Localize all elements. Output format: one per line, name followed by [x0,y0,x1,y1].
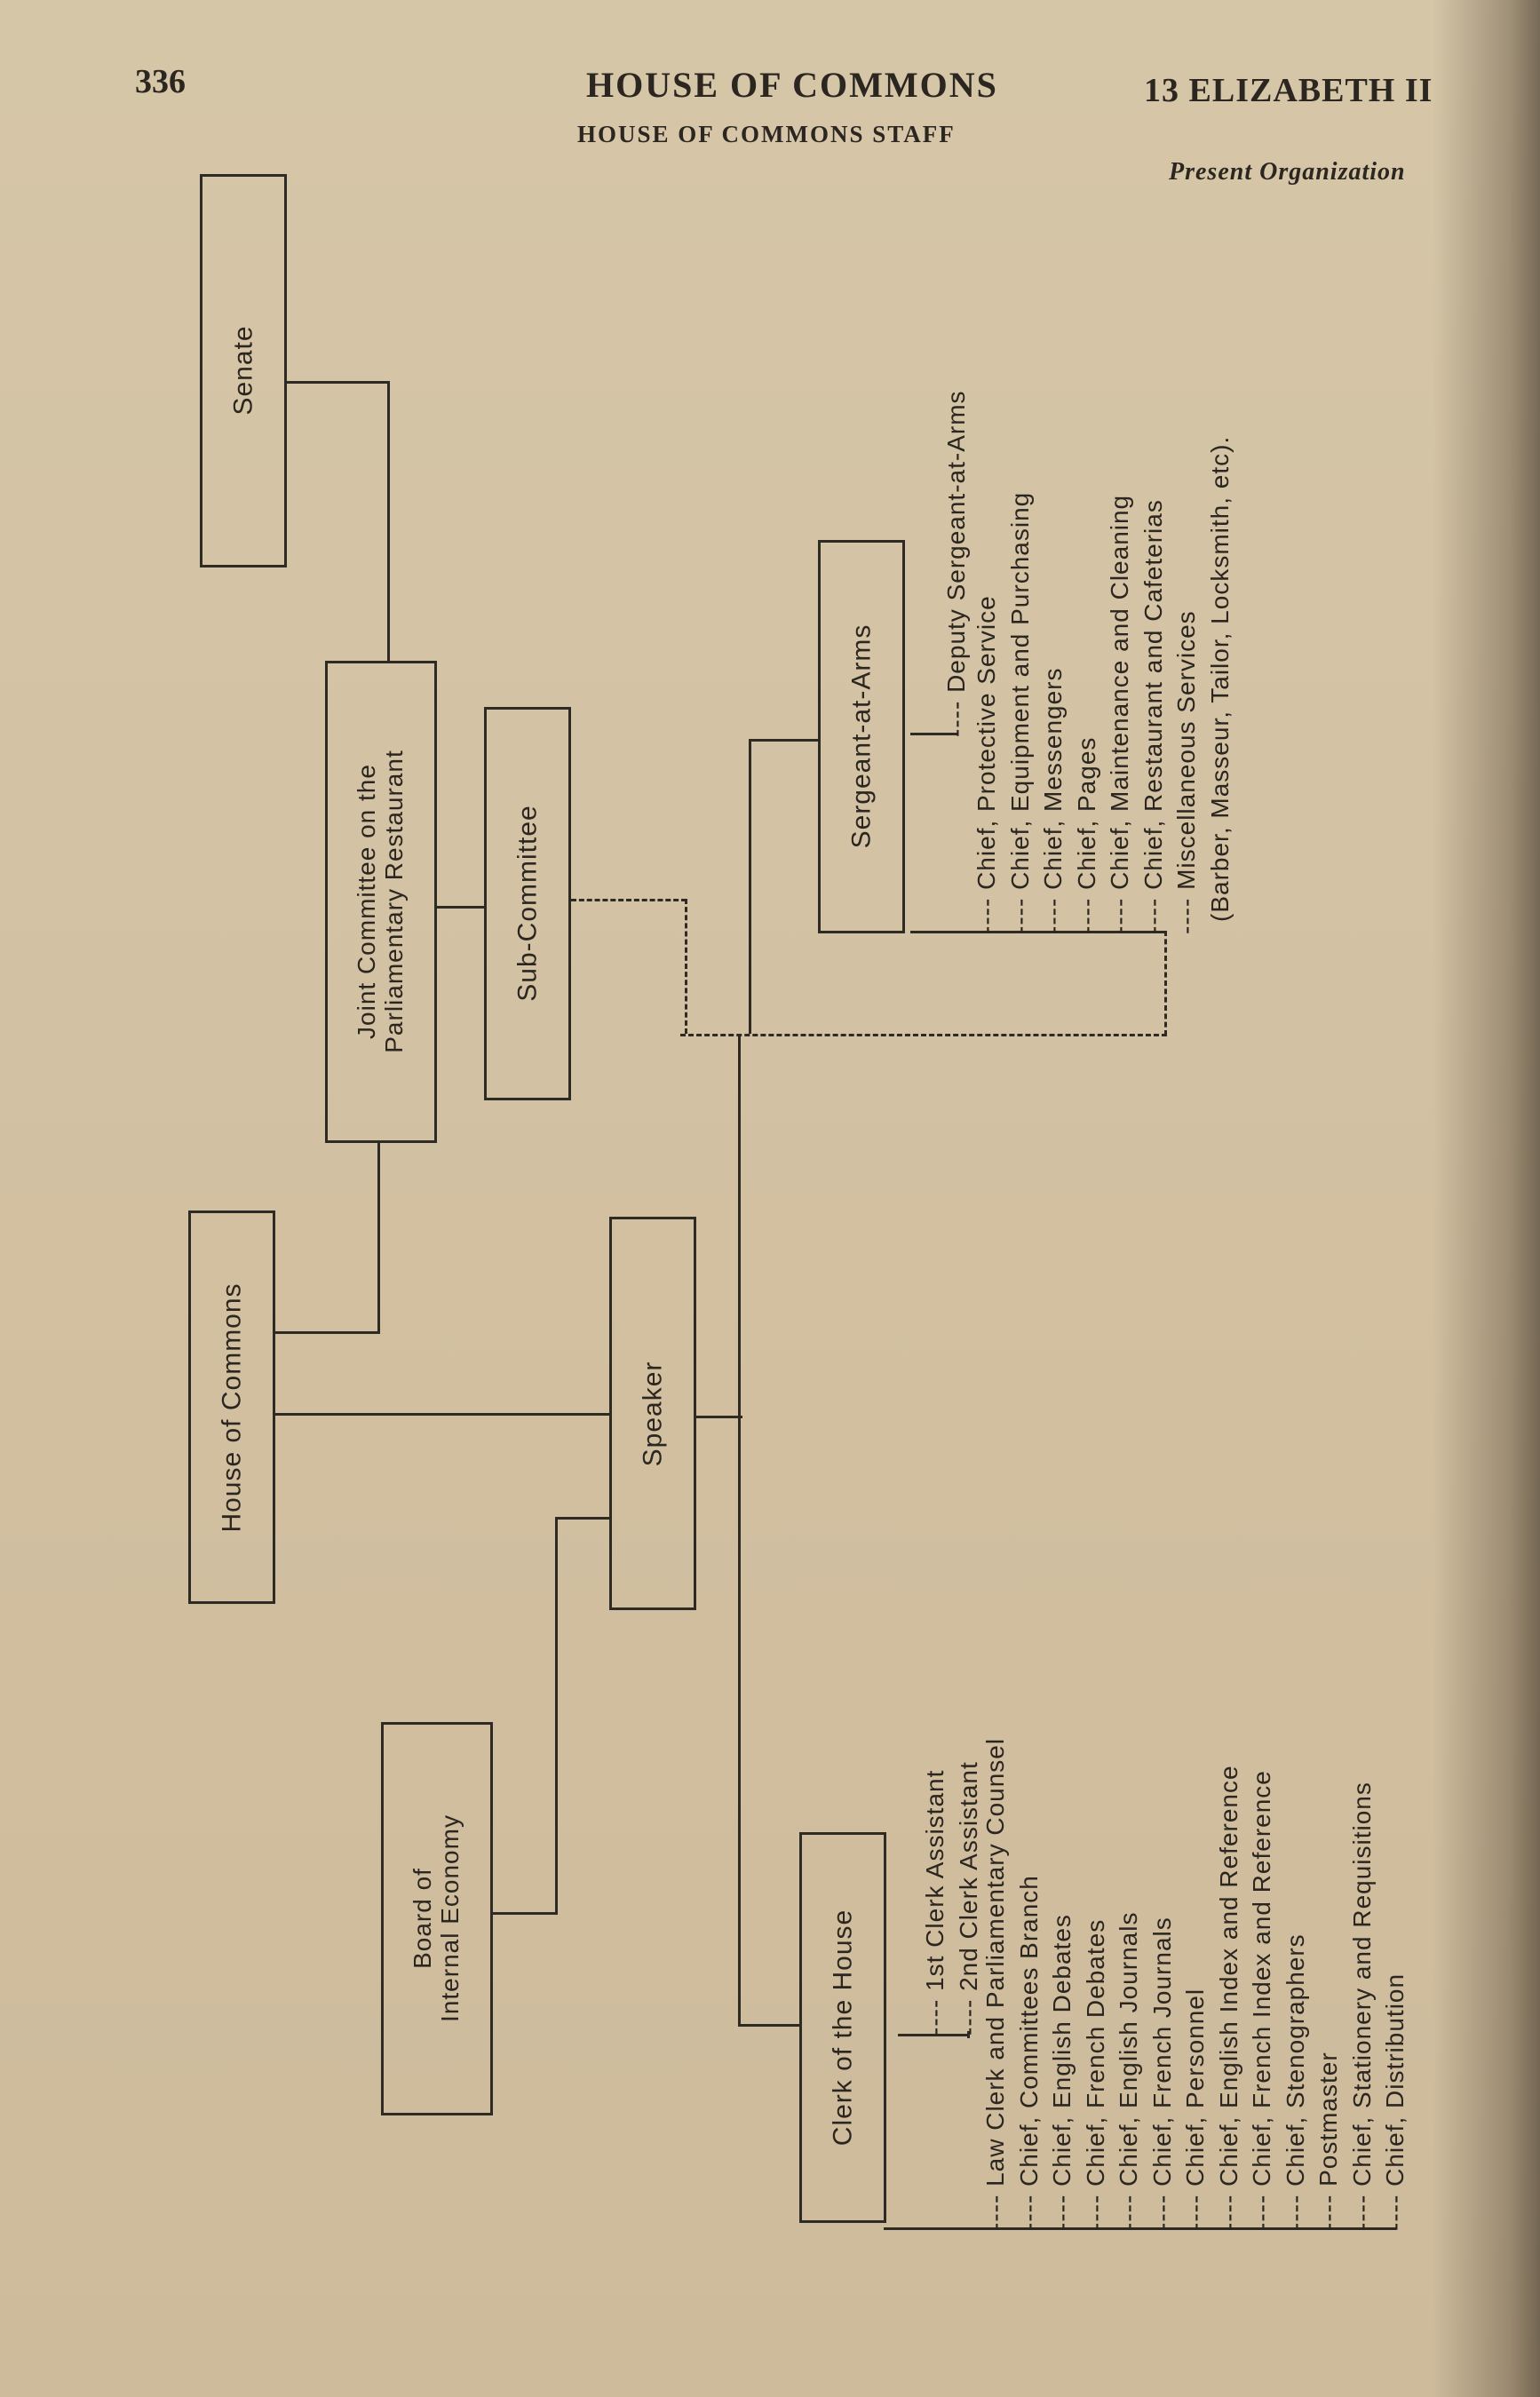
list-item: ---- Chief, Messengers [1039,667,1067,934]
clerk-label: Clerk of the House [828,1909,858,2147]
page-number: 336 [135,63,186,100]
list-item: ---- Chief, Committees Branch [1014,1875,1043,2231]
list-item: (Barber, Masseur, Tailor, Locksmith, etc… [1205,435,1234,922]
clerk-staff-list: ---- Law Clerk and Parliamentary Counsel… [979,1738,1412,2231]
clerk-staff-bracket [884,2227,1396,2230]
list-item: ---- Chief, Pages [1072,736,1100,934]
list-item: ---- Deputy Sergeant-at-Arms [942,390,970,737]
list-item: ---- 1st Clerk Assistant [921,1769,949,2036]
senate-box [200,174,287,568]
speaker-box [609,1217,696,1610]
list-item: ---- Chief, Equipment and Purchasing [1005,491,1034,934]
list-item: ---- Chief, Personnel [1181,1988,1209,2231]
board-label: Board of Internal Economy [409,1814,464,2022]
regnal-year: 13 ELIZABETH II [1144,72,1433,109]
list-item: ---- Law Clerk and Parliamentary Counsel [981,1737,1009,2231]
list-item: ---- Chief, Maintenance and Cleaning [1106,494,1133,934]
list-item: ---- Chief, French Journals [1147,1917,1176,2231]
senate-connector-v [387,381,390,661]
list-item: ---- Chief, French Debates [1081,1918,1109,2231]
list-item: ---- Chief, Stationery and Requisitions [1347,1782,1376,2231]
joint-committee-line-1: Joint Committee on the [353,764,381,1039]
senate-connector-h [287,381,390,384]
list-item: ---- Chief, Stenographers [1281,1933,1309,2231]
house-of-commons-label: House of Commons [217,1282,247,1533]
restaurant-dash-h [680,1034,1167,1036]
clerk-box [799,1832,886,2223]
board-box [381,1722,493,2115]
list-item: ---- Postmaster [1314,2052,1342,2231]
joint-house-connector-h [275,1331,380,1334]
clerk-assistant-spine [967,2031,970,2038]
trunk-sergeant-connector [749,739,818,742]
sub-committee-dash-v [685,899,687,1034]
restaurant-dash-v [1164,931,1167,1036]
joint-committee-line-2: Parliamentary Restaurant [380,750,408,1053]
board-connector-h [493,1912,558,1915]
page-subtitle: HOUSE OF COMMONS STAFF [577,121,956,147]
list-item: ---- Chief, Restaurant and Cafeterias [1139,499,1167,934]
speaker-trunk-stub [696,1416,742,1418]
sergeant-label: Sergeant-at-Arms [846,623,877,849]
board-line-1: Board of [409,1868,437,1969]
sub-committee-dash-h [571,899,687,901]
list-item: ---- Chief, English Journals [1115,1911,1142,2231]
list-item: ---- Chief, French Index and Reference [1248,1770,1275,2231]
house-of-commons-box [188,1210,275,1604]
joint-house-connector-v [377,1143,380,1334]
joint-sub-connector [437,906,484,909]
sub-committee-label: Sub-Committee [512,805,543,1002]
senate-label: Senate [228,325,258,416]
sub-committee-box [484,707,571,1100]
clerk-assistants-list: ---- 1st Clerk Assistant ---- 2nd Clerk … [918,1761,985,2036]
house-speaker-connector [275,1413,609,1416]
sergeant-staff-list: ---- Chief, Protective Service ---- Chie… [970,436,1236,934]
sergeant-box [818,540,905,933]
list-item: ---- Chief, English Index and Reference [1214,1765,1242,2231]
page-title: HOUSE OF COMMONS [586,65,998,105]
trunk-clerk-connector [738,2024,799,2027]
speaker-board-connector-v [555,1517,558,1915]
list-item: ---- Chief, Distribution [1381,1972,1409,2231]
clerk-assistant-tick [898,2034,969,2036]
sergeant-deputy-list: ---- Deputy Sergeant-at-Arms [940,390,973,737]
speaker-label: Speaker [638,1361,668,1467]
joint-committee-box [325,661,437,1143]
list-item: ---- Miscellaneous Services [1172,610,1200,934]
board-line-2: Internal Economy [436,1814,464,2022]
staff-trunk-lower [738,1034,741,2027]
staff-trunk-upper [749,739,751,1034]
speaker-board-connector-h [557,1517,609,1520]
list-item: ---- Chief, Protective Service [972,595,1000,934]
chart-caption: Present Organization [1169,158,1406,186]
sergeant-deputy-tick [910,733,958,735]
list-item: ---- Chief, English Debates [1048,1914,1076,2231]
sergeant-staff-bracket [910,931,1165,933]
joint-committee-label: Joint Committee on the Parliamentary Res… [353,750,409,1052]
